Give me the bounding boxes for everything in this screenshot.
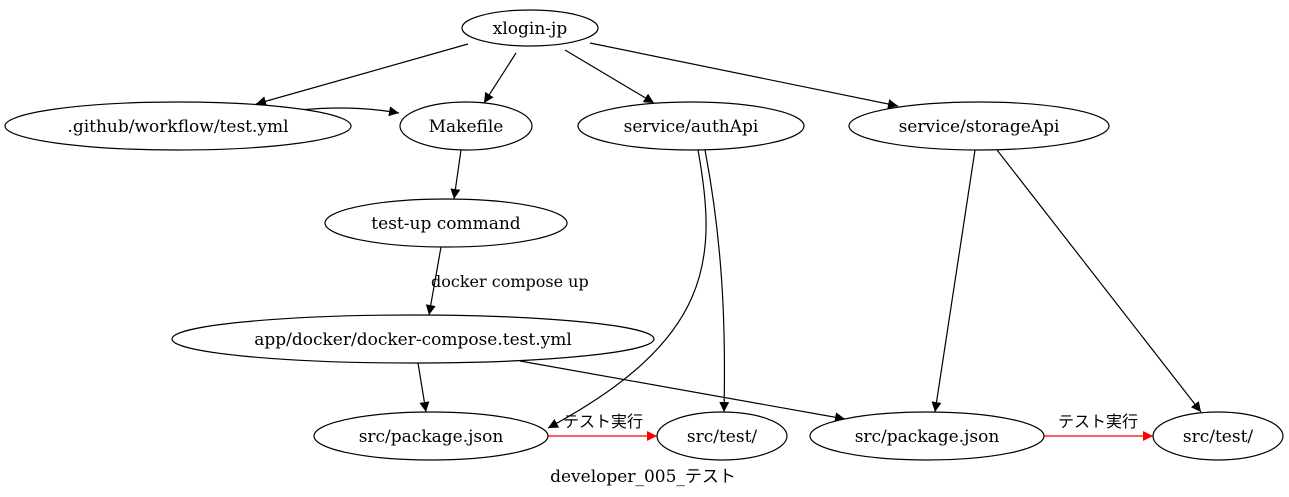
edge-line <box>425 246 442 316</box>
graph-title: developer_005_テスト <box>550 467 736 487</box>
node-label: app/docker/docker-compose.test.yml <box>254 330 572 350</box>
nodes-layer: xlogin-jp .github/workflow/test.yml Makefi… <box>4 9 1284 461</box>
node-test2: src/test/ <box>1152 411 1284 461</box>
edge-line <box>931 149 976 413</box>
node-ellipse <box>848 101 1110 151</box>
edge-line <box>255 43 469 107</box>
edge-storage-to-test2 <box>996 149 1202 413</box>
node-ellipse <box>399 101 533 151</box>
node-label: src/package.json <box>359 427 504 447</box>
edge-line <box>704 149 730 413</box>
node-ellipse <box>324 198 568 248</box>
edge-xlogin-to-storage <box>589 42 899 109</box>
node-label: src/package.json <box>855 427 1000 447</box>
node-pkg2: src/package.json <box>809 411 1045 461</box>
edge-line <box>450 149 462 200</box>
node-ellipse <box>577 101 805 151</box>
node-label: service/storageApi <box>899 117 1060 137</box>
edge-line <box>299 106 400 117</box>
edge-line <box>547 149 707 429</box>
node-ellipse <box>656 411 788 461</box>
edge-line <box>483 52 517 104</box>
node-ellipse <box>1152 411 1284 461</box>
edge-line <box>589 42 899 109</box>
node-compose: app/docker/docker-compose.test.yml <box>171 314 655 364</box>
node-ellipse <box>461 9 599 47</box>
edge-line <box>996 149 1202 413</box>
node-ellipse <box>313 411 549 461</box>
edge-auth-to-pkg1 <box>547 149 707 429</box>
edge-pkg2-to-test2: テスト実行 <box>1044 412 1153 441</box>
node-auth: service/authApi <box>577 101 805 151</box>
node-makefile: Makefile <box>399 101 533 151</box>
node-testup: test-up command <box>324 198 568 248</box>
node-label: src/test/ <box>1183 427 1254 447</box>
edge-makefile-to-testup <box>450 149 462 200</box>
node-label: xlogin-jp <box>493 19 568 39</box>
edge-testup-to-compose: docker compose up <box>425 246 589 316</box>
edge-compose-to-pkg2 <box>519 360 846 423</box>
node-label: Makefile <box>429 117 504 137</box>
node-pkg1: src/package.json <box>313 411 549 461</box>
node-xlogin: xlogin-jp <box>461 9 599 47</box>
node-storage: service/storageApi <box>848 101 1110 151</box>
node-test1: src/test/ <box>656 411 788 461</box>
edge-label: テスト実行 <box>1058 412 1138 431</box>
edge-label: docker compose up <box>431 272 589 291</box>
node-label: .github/workflow/test.yml <box>67 117 288 137</box>
edge-line <box>564 49 655 104</box>
edge-compose-to-pkg1 <box>417 362 430 413</box>
node-label: test-up command <box>371 214 521 234</box>
edge-storage-to-pkg2 <box>931 149 976 413</box>
edge-xlogin-to-auth <box>564 49 655 104</box>
node-ellipse <box>809 411 1045 461</box>
edge-xlogin-to-makefile <box>483 52 517 104</box>
edge-pkg1-to-test1: テスト実行 <box>548 412 657 441</box>
edge-github-to-makefile <box>299 106 400 117</box>
edge-xlogin-to-github <box>255 43 469 107</box>
node-label: src/test/ <box>687 427 758 447</box>
node-ellipse <box>171 314 655 364</box>
node-ellipse <box>4 101 352 151</box>
edge-auth-to-test1 <box>704 149 730 413</box>
edge-line <box>519 360 846 423</box>
edge-label: テスト実行 <box>563 412 643 431</box>
edge-line <box>417 362 430 413</box>
node-github: .github/workflow/test.yml <box>4 101 352 151</box>
edges-layer: docker compose up テスト実行 テスト実行 <box>255 42 1202 441</box>
node-label: service/authApi <box>624 117 759 137</box>
